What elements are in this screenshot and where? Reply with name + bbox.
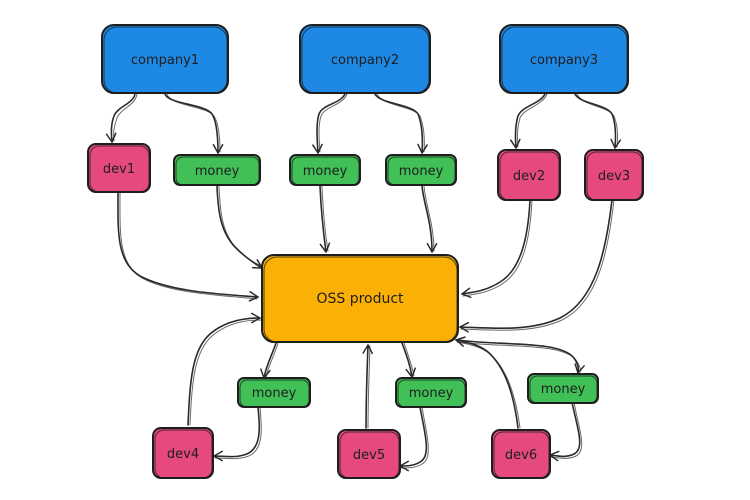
- company2-label: company2: [331, 53, 399, 68]
- dev6-box-sketch: [493, 431, 550, 479]
- edge-dev6-product-sketch: [456, 341, 521, 429]
- node-dev1: dev1: [87, 143, 151, 193]
- edge-money5-dev5: [399, 406, 428, 472]
- edge-money1-product-sketch: [218, 185, 263, 267]
- edge-company3-dev2-sketch: [516, 93, 548, 148]
- edge-product-money4-sketch: [265, 342, 279, 378]
- edge-money4-dev4: [213, 406, 260, 462]
- edge-product-money5: [401, 342, 417, 378]
- dev6-label: dev6: [505, 448, 537, 463]
- money5-label: money: [409, 386, 454, 401]
- money5-box-sketch: [397, 379, 466, 408]
- node-money-6: money: [527, 373, 599, 404]
- edge-money6-dev6: [549, 401, 581, 462]
- dev4-label: dev4: [167, 447, 199, 462]
- money2-label: money: [303, 164, 348, 179]
- edge-dev2-product: [461, 199, 531, 299]
- edges: [105, 93, 621, 472]
- node-dev6: dev6: [491, 429, 551, 479]
- node-dev4: dev4: [152, 427, 214, 479]
- node-company3: company3: [499, 24, 629, 94]
- edge-money6-dev6-sketch: [550, 401, 583, 459]
- edge-dev3-product: [459, 199, 613, 333]
- nodes: company1 company2 company3 dev1 money mo…: [87, 24, 644, 479]
- edge-company1-dev1: [105, 93, 136, 143]
- edge-product-money4: [260, 342, 277, 379]
- edge-dev4-product: [187, 312, 261, 426]
- company1-box-sketch: [103, 26, 228, 94]
- money3-box-sketch: [387, 156, 456, 186]
- edge-dev1-product-sketch: [119, 192, 258, 300]
- money6-box-sketch: [529, 375, 598, 404]
- edge-company1-money: [164, 93, 224, 154]
- dev3-label: dev3: [598, 169, 630, 184]
- dev2-label: dev2: [513, 169, 545, 184]
- edge-money2-product: [319, 185, 331, 253]
- product-box-sketch: [263, 256, 458, 343]
- company3-box-sketch: [501, 26, 628, 94]
- money6-label: money: [541, 382, 586, 397]
- dev3-box-sketch: [586, 151, 643, 201]
- edge-money1-product: [216, 185, 263, 269]
- company1-label: company1: [131, 53, 199, 68]
- edge-dev4-product-sketch: [189, 319, 262, 426]
- node-money-2: money: [289, 154, 361, 186]
- money3-label: money: [399, 164, 444, 179]
- node-money-3: money: [385, 154, 457, 186]
- edge-company2-money-left: [312, 93, 346, 154]
- edge-company3-dev3: [574, 93, 621, 149]
- edge-dev1-product: [117, 192, 259, 302]
- node-company2: company2: [299, 24, 431, 94]
- edge-dev3-product-sketch: [460, 199, 615, 331]
- node-dev3: dev3: [584, 149, 644, 201]
- node-money-4: money: [237, 377, 311, 408]
- node-oss-product: OSS product: [261, 254, 459, 343]
- edge-money2-product-sketch: [321, 185, 329, 252]
- node-money-1: money: [173, 154, 261, 186]
- company3-label: company3: [530, 53, 598, 68]
- edge-product-money6: [457, 339, 585, 374]
- money2-box-sketch: [291, 156, 360, 186]
- edge-company2-money-right: [374, 93, 428, 154]
- money4-label: money: [252, 386, 297, 401]
- dev5-box-sketch: [339, 431, 400, 479]
- dev1-label: dev1: [103, 162, 135, 177]
- edge-company2-money-right-sketch: [376, 93, 425, 153]
- dev1-box-sketch: [89, 145, 150, 193]
- node-money-5: money: [395, 377, 467, 408]
- node-dev5: dev5: [337, 429, 401, 479]
- company2-box-sketch: [301, 26, 430, 94]
- node-dev2: dev2: [497, 149, 561, 201]
- product-label: OSS product: [316, 291, 404, 307]
- edge-product-money5-sketch: [403, 342, 415, 377]
- edge-money3-product-sketch: [423, 185, 435, 252]
- edge-dev2-product-sketch: [462, 199, 533, 297]
- money4-box-sketch: [239, 379, 310, 408]
- edge-money5-dev5-sketch: [400, 406, 429, 469]
- edge-company1-dev1-sketch: [113, 93, 138, 142]
- edge-company1-money-sketch: [166, 93, 221, 153]
- edge-product-money6-sketch: [457, 341, 581, 373]
- edge-company3-dev2: [510, 93, 546, 149]
- edge-dev5-product: [362, 344, 374, 429]
- money1-box-sketch: [175, 156, 260, 186]
- dev4-box-sketch: [154, 429, 213, 479]
- money1-label: money: [195, 164, 240, 179]
- edge-money3-product: [421, 185, 438, 253]
- edge-company2-money-left-sketch: [318, 93, 348, 153]
- node-company1: company1: [101, 24, 229, 94]
- dev5-label: dev5: [353, 448, 385, 463]
- dev2-box-sketch: [499, 151, 560, 201]
- edge-money4-dev4-sketch: [214, 406, 262, 460]
- edge-dev5-product-sketch: [367, 345, 371, 429]
- edge-company3-dev3-sketch: [576, 93, 619, 148]
